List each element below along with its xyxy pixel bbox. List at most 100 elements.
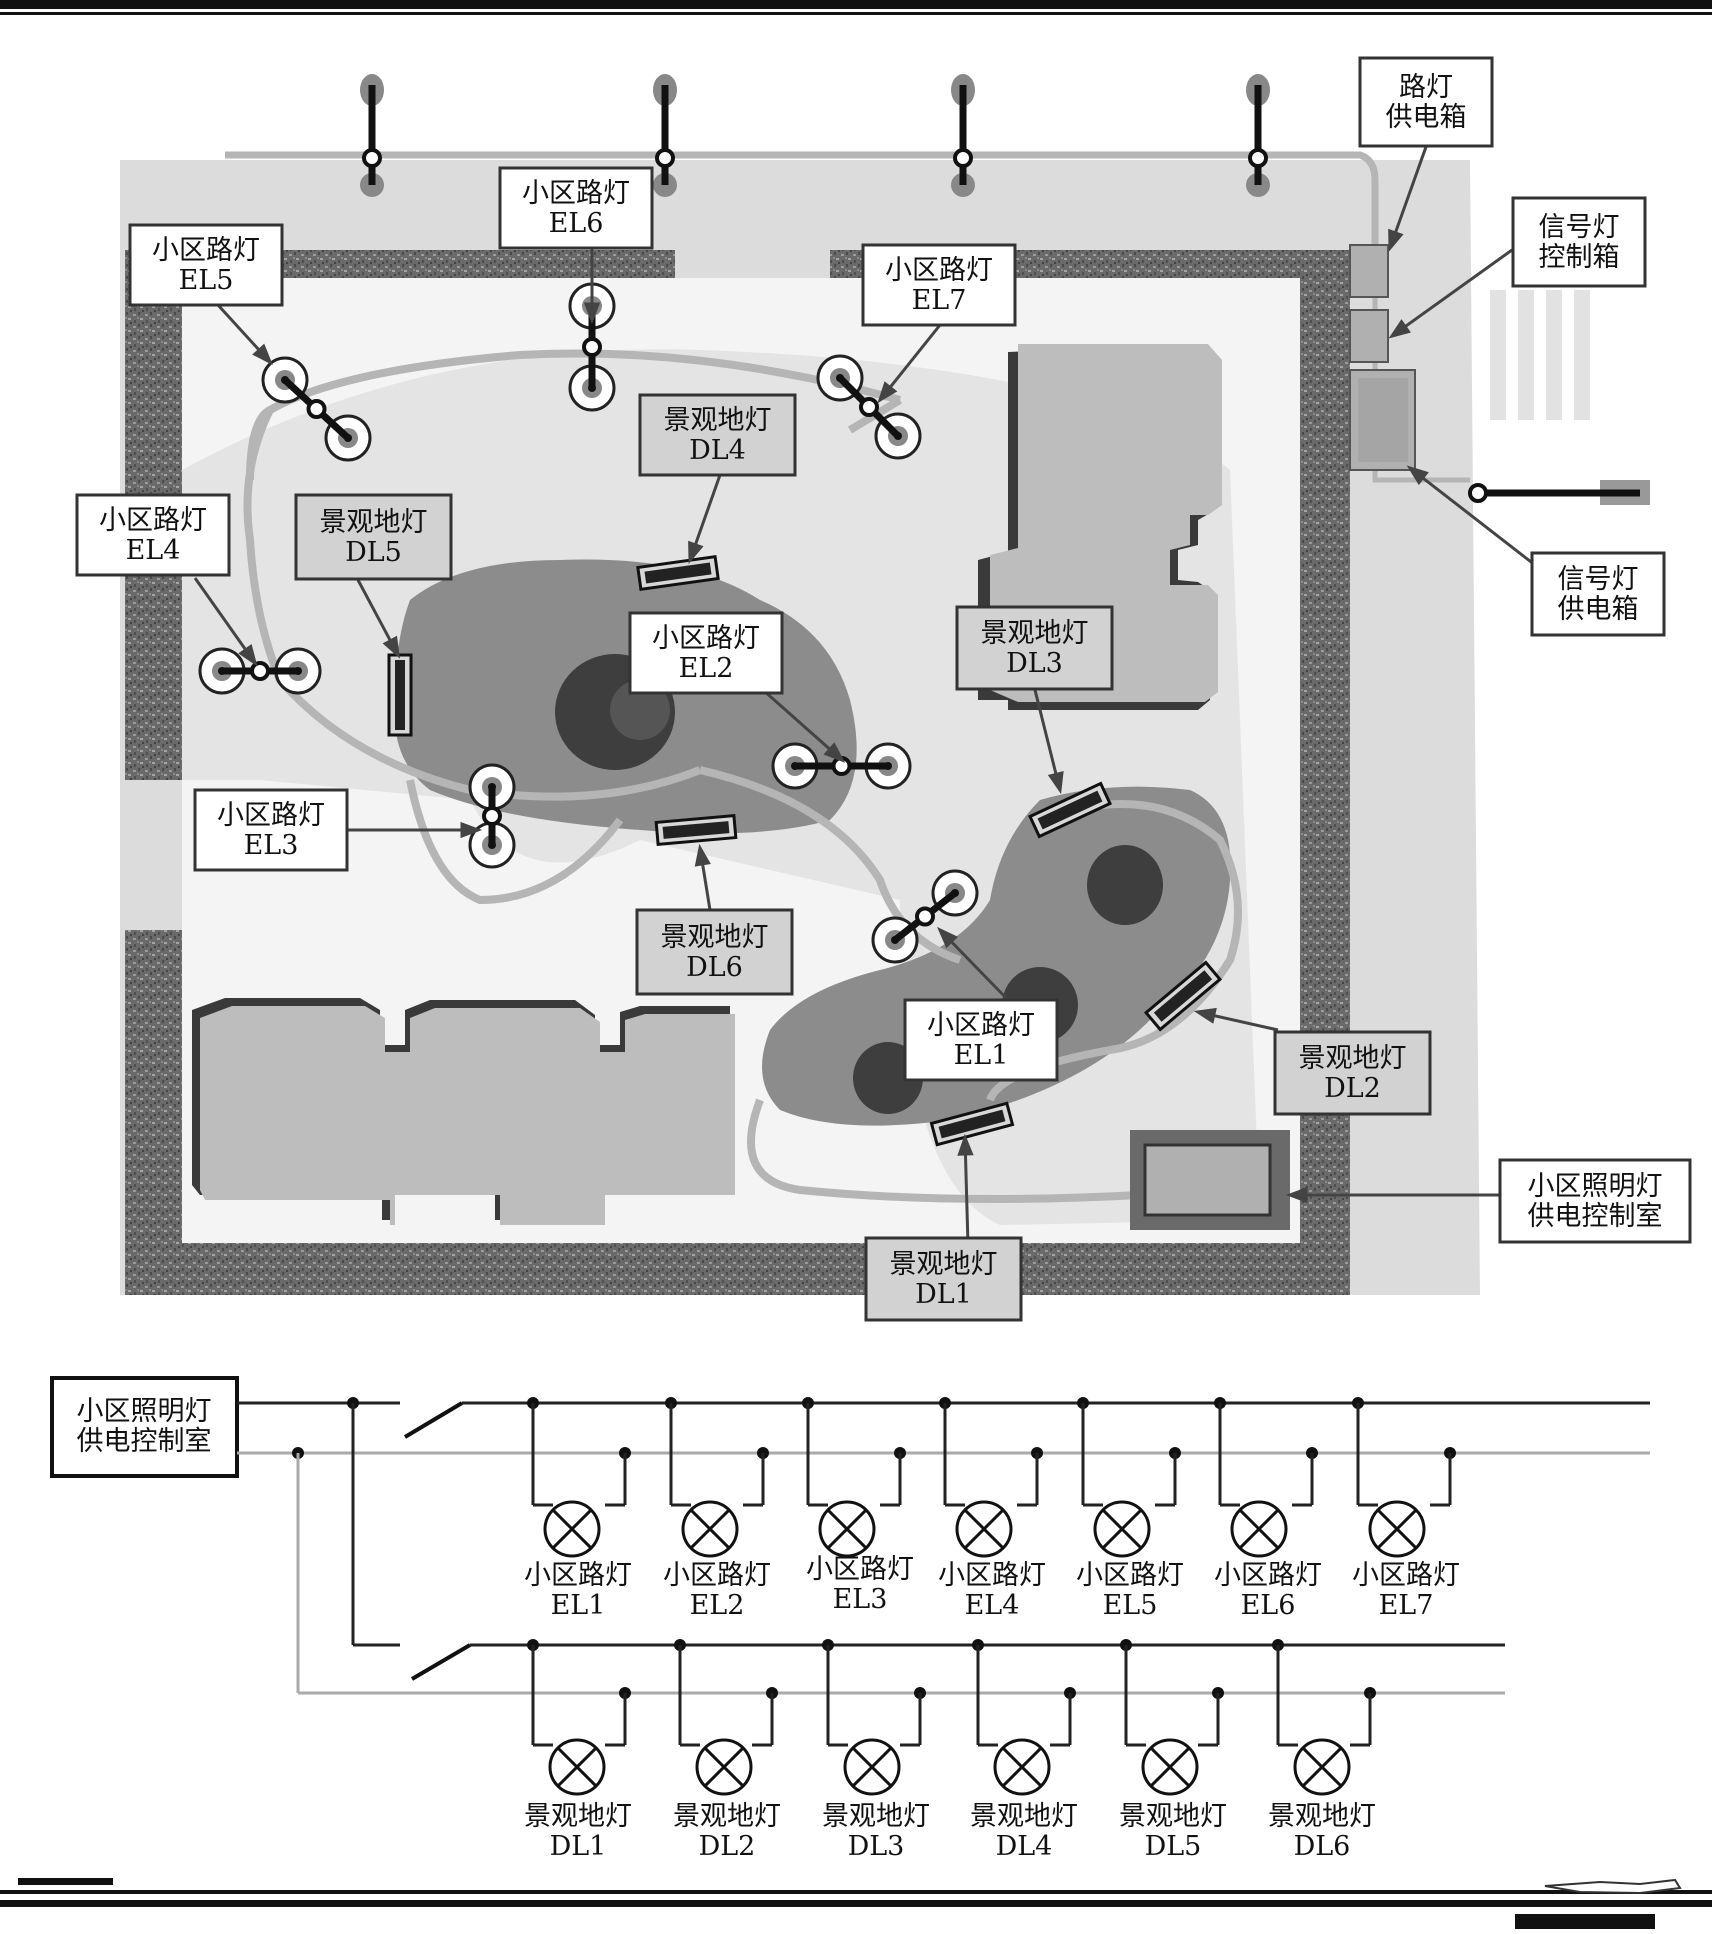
- schematic-street-lamp-7-line1: 小区路灯: [1352, 1560, 1460, 1591]
- wiring-schematic: 小区照明灯供电控制室小区路灯EL1小区路灯EL2小区路灯EL3小区路灯EL4小区…: [50, 1376, 1650, 1862]
- lamp-el5-symbol: [261, 356, 372, 462]
- label-signal-control-box-line1: 信号灯: [1539, 212, 1620, 243]
- schematic-landscape-lamp-4-line2: DL4: [996, 1831, 1053, 1862]
- label-el3-line2: EL3: [244, 830, 299, 861]
- lamp-el2-symbol: [771, 742, 912, 790]
- landscape-lamp-dl4-symbol: [993, 1738, 1051, 1796]
- landscape-lamp-dl1-symbol: [548, 1738, 606, 1796]
- schematic-landscape-lamp-3-line2: DL3: [848, 1831, 905, 1862]
- landscape-lamp-dl6-symbol: [1293, 1738, 1351, 1796]
- landscape-lamp-dl2-symbol: [695, 1738, 753, 1796]
- north-road-pole-1: [360, 74, 384, 197]
- signal-supply-pole: [1468, 483, 1640, 503]
- label-signal-power-box-line1: 信号灯: [1558, 564, 1639, 595]
- schematic-street-lamp-5-line1: 小区路灯: [1076, 1560, 1184, 1591]
- lamp-el3-symbol: [468, 763, 516, 869]
- fixture-dl6: [654, 814, 738, 846]
- schematic-street-lamp-1-line2: EL1: [551, 1590, 606, 1621]
- lamp-el1-symbol: [871, 869, 979, 964]
- fixture-dl3: [1028, 781, 1112, 839]
- signal-power-box: [1349, 369, 1416, 471]
- street-lamp-el1-symbol: [543, 1500, 601, 1558]
- schematic-street-lamp-7-line2: EL7: [1379, 1590, 1434, 1621]
- schematic-street-lamp-5-line2: EL5: [1103, 1590, 1158, 1621]
- schematic-landscape-lamp-6-line1: 景观地灯: [1268, 1801, 1376, 1832]
- label-dl2-line1: 景观地灯: [1299, 1043, 1407, 1074]
- signal-control-box: [1349, 309, 1389, 363]
- label-street-power-box-line1: 路灯: [1399, 72, 1453, 103]
- label-signal-power-box-line2: 供电箱: [1558, 594, 1639, 625]
- label-dl1-line2: DL1: [915, 1279, 972, 1310]
- schematic-street-lamp-2-line2: EL2: [690, 1590, 745, 1621]
- fixture-dl2: [1143, 960, 1223, 1032]
- page-header-rule: [0, 0, 1712, 15]
- building-southwest: [192, 998, 735, 1225]
- north-road-pole-4: [1246, 74, 1270, 197]
- label-dl2-line2: DL2: [1324, 1073, 1381, 1104]
- label-el1-line1: 小区路灯: [927, 1010, 1035, 1041]
- schematic-landscape-lamp-6-line2: DL6: [1294, 1831, 1351, 1862]
- street-lamp-el4-symbol: [955, 1500, 1013, 1558]
- street-lamp-el7-symbol: [1368, 1500, 1426, 1558]
- schematic-street-lamp-4-line1: 小区路灯: [938, 1560, 1046, 1591]
- fixture-dl5: [387, 653, 413, 737]
- label-dl6-line1: 景观地灯: [661, 922, 769, 953]
- street-lamp-el5-symbol: [1093, 1500, 1151, 1558]
- label-dl5-line1: 景观地灯: [320, 507, 428, 538]
- schematic-street-lamp-2-line1: 小区路灯: [663, 1560, 771, 1591]
- site-plan: 小区路灯EL5小区路灯EL6小区路灯EL7小区路灯EL4小区路灯EL2小区路灯E…: [75, 56, 1692, 1322]
- schematic-control-room-line1: 小区照明灯: [77, 1396, 212, 1427]
- street-lamp-el6-symbol: [1230, 1500, 1288, 1558]
- lamp-el4-symbol: [198, 647, 322, 695]
- schematic-street-lamp-6-line1: 小区路灯: [1214, 1560, 1322, 1591]
- schematic-landscape-lamp-2-line2: DL2: [699, 1831, 756, 1862]
- lamp-el7-symbol: [816, 354, 922, 460]
- label-dl3-line1: 景观地灯: [981, 618, 1089, 649]
- landscape-fixtures: [387, 554, 1223, 1147]
- label-street-power-box-line2: 供电箱: [1386, 102, 1467, 133]
- label-el6-line2: EL6: [549, 208, 604, 239]
- label-control-room-line1: 小区照明灯: [1528, 1171, 1663, 1202]
- walkway-paths: [243, 349, 1242, 1203]
- page-footer-rule: [0, 1878, 1712, 1929]
- street-lamp-el2-symbol: [681, 1500, 739, 1558]
- schematic-street-lamp-3-line2: EL3: [833, 1584, 888, 1615]
- label-el5-line1: 小区路灯: [152, 235, 260, 266]
- label-el2-line1: 小区路灯: [652, 623, 760, 654]
- control-room: [1130, 1130, 1290, 1230]
- label-dl5-line2: DL5: [345, 537, 402, 568]
- fixture-dl4: [636, 554, 720, 592]
- label-dl3-line2: DL3: [1006, 648, 1063, 679]
- schematic-landscape-lamp-1-line1: 景观地灯: [524, 1801, 632, 1832]
- schematic-street-lamp-6-line2: EL6: [1241, 1590, 1296, 1621]
- switch-landscape: [410, 1643, 472, 1681]
- plan-labels: 小区路灯EL5小区路灯EL6小区路灯EL7小区路灯EL4小区路灯EL2小区路灯E…: [75, 56, 1692, 1322]
- landscape-lamp-dl3-symbol: [843, 1738, 901, 1796]
- schematic-landscape-lamp-5-line2: DL5: [1145, 1831, 1202, 1862]
- schematic-street-lamp-1-line1: 小区路灯: [524, 1560, 632, 1591]
- north-road-pole-3: [951, 74, 975, 197]
- label-dl4-line2: DL4: [689, 435, 746, 466]
- label-el1-line2: EL1: [954, 1040, 1009, 1071]
- label-el7-line2: EL7: [912, 285, 967, 316]
- schematic-landscape-lamp-3-line1: 景观地灯: [822, 1801, 930, 1832]
